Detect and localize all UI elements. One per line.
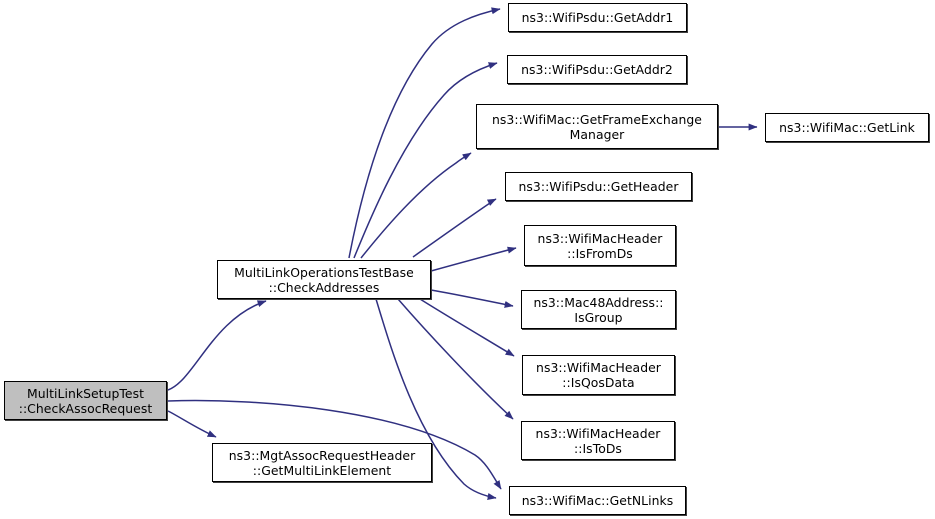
node-label: ns3::WifiMac::GetFrameExchange Manager [492, 111, 702, 142]
node-is-qos-data[interactable]: ns3::WifiMacHeader ::IsQosData [522, 355, 675, 395]
edge-current-to-check_addresses [167, 300, 267, 391]
node-label: ns3::MgtAssocRequestHeader ::GetMultiLin… [228, 447, 416, 478]
node-current[interactable]: MultiLinkSetupTest ::CheckAssocRequest [4, 381, 167, 420]
node-check-addresses[interactable]: MultiLinkOperationsTestBase ::CheckAddre… [217, 260, 431, 299]
node-is-from-ds[interactable]: ns3::WifiMacHeader ::IsFromDs [524, 225, 676, 266]
edge-check_addresses-to-is_qos_data [419, 298, 515, 357]
node-label: MultiLinkSetupTest ::CheckAssocRequest [18, 385, 153, 416]
edge-check_addresses-to-is_to_ds [397, 298, 514, 420]
node-get-header[interactable]: ns3::WifiPsdu::GetHeader [505, 172, 692, 201]
node-get-frame-exchange-manager[interactable]: ns3::WifiMac::GetFrameExchange Manager [476, 104, 718, 149]
node-label: ns3::WifiMac::GetNLinks [521, 493, 674, 508]
node-get-multi-link-element[interactable]: ns3::MgtAssocRequestHeader ::GetMultiLin… [212, 443, 432, 482]
node-is-to-ds[interactable]: ns3::WifiMacHeader ::IsToDs [521, 421, 675, 460]
node-get-link[interactable]: ns3::WifiMac::GetLink [765, 113, 929, 142]
node-get-addr1[interactable]: ns3::WifiPsdu::GetAddr1 [508, 3, 687, 32]
node-is-group[interactable]: ns3::Mac48Address:: IsGroup [521, 290, 676, 329]
node-label: ns3::WifiMacHeader ::IsToDs [535, 425, 661, 456]
node-label: ns3::WifiMacHeader ::IsQosData [536, 360, 661, 390]
edge-current-to-get_multi_link_element [167, 410, 217, 438]
node-get-nlinks[interactable]: ns3::WifiMac::GetNLinks [509, 486, 686, 515]
node-label: ns3::WifiPsdu::GetHeader [518, 179, 679, 194]
node-label: ns3::Mac48Address:: IsGroup [533, 294, 664, 325]
node-label: ns3::WifiMacHeader ::IsFromDs [537, 230, 663, 261]
node-label: MultiLinkOperationsTestBase ::CheckAddre… [234, 264, 414, 295]
node-label: ns3::WifiPsdu::GetAddr2 [521, 62, 673, 77]
edge-check_addresses-to-get_header [412, 198, 497, 258]
edge-check_addresses-to-get_addr2 [353, 62, 498, 259]
edge-check_addresses-to-is_from_ds [430, 246, 517, 272]
node-label: ns3::WifiPsdu::GetAddr1 [521, 10, 674, 25]
edge-check_addresses-to-get_frame_exchange_manager [360, 152, 472, 259]
edge-check_addresses-to-is_group [430, 289, 514, 308]
node-get-addr2[interactable]: ns3::WifiPsdu::GetAddr2 [507, 55, 687, 84]
node-label: ns3::WifiMac::GetLink [779, 120, 915, 135]
